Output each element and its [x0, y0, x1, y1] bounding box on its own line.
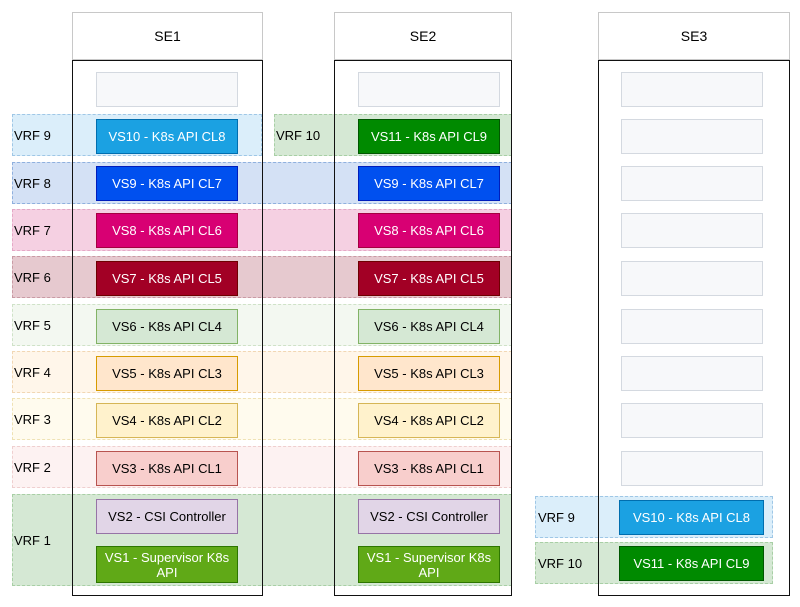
- vs10-box: VS10 - K8s API CL8: [619, 500, 764, 535]
- vrf-label-9: VRF 9: [14, 127, 51, 143]
- vs8-box: VS8 - K8s API CL6: [96, 213, 238, 248]
- empty-slot: [621, 403, 763, 438]
- column-header-se3: SE3: [598, 12, 790, 60]
- vs1-box: VS1 - Supervisor K8s API: [96, 546, 238, 583]
- empty-slot: [621, 119, 763, 154]
- column-header-se2: SE2: [334, 12, 512, 60]
- vs9-box: VS9 - K8s API CL7: [96, 166, 238, 201]
- vrf-label-8: VRF 8: [14, 175, 51, 191]
- empty-slot: [621, 309, 763, 344]
- empty-slot: [621, 451, 763, 486]
- vs5-box: VS5 - K8s API CL3: [96, 356, 238, 391]
- vs4-box: VS4 - K8s API CL2: [358, 403, 500, 438]
- vrf-label-10: VRF 10: [276, 127, 321, 143]
- column-title: SE1: [154, 28, 181, 44]
- column-title: SE3: [680, 28, 708, 44]
- column-title: SE2: [409, 28, 437, 44]
- empty-slot: [96, 72, 238, 107]
- vs7-box: VS7 - K8s API CL5: [96, 261, 238, 296]
- column-header-se1: SE1: [72, 12, 263, 60]
- vs1-box: VS1 - Supervisor K8s API: [358, 546, 500, 583]
- vs9-box: VS9 - K8s API CL7: [358, 166, 500, 201]
- empty-slot: [621, 356, 763, 391]
- vs3-box: VS3 - K8s API CL1: [96, 451, 238, 486]
- column-se3: [598, 60, 790, 596]
- column-se2: [334, 60, 512, 596]
- vrf-label-3: VRF 3: [14, 411, 51, 427]
- vs8-box: VS8 - K8s API CL6: [358, 213, 500, 248]
- empty-slot: [621, 261, 763, 296]
- vrf-label-7: VRF 7: [14, 222, 51, 238]
- vrf-label-4: VRF 4: [14, 364, 51, 380]
- vrf-label-6: VRF 6: [14, 269, 51, 285]
- vs7-box: VS7 - K8s API CL5: [358, 261, 500, 296]
- vrf-label-1: VRF 1: [14, 532, 51, 548]
- vrf-label-2: VRF 2: [14, 459, 51, 475]
- vs4-box: VS4 - K8s API CL2: [96, 403, 238, 438]
- vs2-box: VS2 - CSI Controller: [358, 499, 500, 534]
- vs3-box: VS3 - K8s API CL1: [358, 451, 500, 486]
- vrf-label-10-se3: VRF 10: [538, 555, 583, 571]
- empty-slot: [358, 72, 500, 107]
- vs6-box: VS6 - K8s API CL4: [358, 309, 500, 344]
- vs11-box: VS11 - K8s API CL9: [358, 119, 500, 154]
- vs6-box: VS6 - K8s API CL4: [96, 309, 238, 344]
- vs11-box: VS11 - K8s API CL9: [619, 546, 764, 581]
- vs10-box: VS10 - K8s API CL8: [96, 119, 238, 154]
- column-se1: [72, 60, 263, 596]
- vrf-label-9-se3: VRF 9: [538, 509, 575, 525]
- empty-slot: [621, 166, 763, 201]
- empty-slot: [621, 72, 763, 107]
- empty-slot: [621, 213, 763, 248]
- vs2-box: VS2 - CSI Controller: [96, 499, 238, 534]
- vs5-box: VS5 - K8s API CL3: [358, 356, 500, 391]
- vrf-label-5: VRF 5: [14, 317, 51, 333]
